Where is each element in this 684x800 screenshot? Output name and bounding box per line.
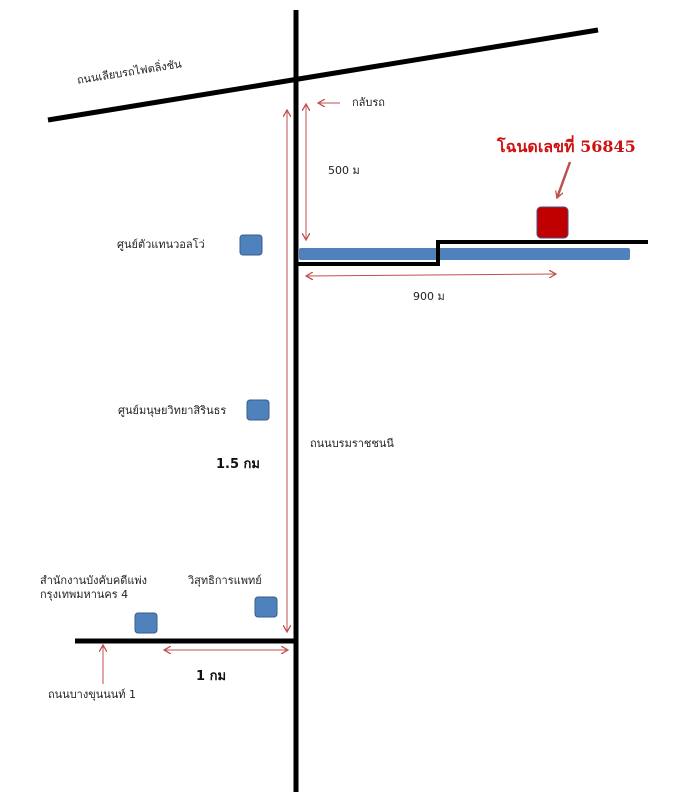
access-road-bar — [299, 248, 630, 260]
side-road-label: ถนนบางขุนนนท์ 1 — [48, 688, 137, 701]
distance-1500m-label: 1.5 กม — [216, 457, 260, 472]
court-marker — [134, 612, 158, 634]
distance-900m-label: 900 ม — [413, 290, 445, 303]
plot-pointer-arrow — [557, 161, 572, 198]
arrow-900m — [306, 274, 556, 276]
distance-1000m-label: 1 กม — [196, 669, 227, 684]
hospital-marker — [254, 596, 278, 618]
plot-marker — [536, 206, 569, 239]
court-label-line1: สำนักงานบังคับคดีแพ่ง — [40, 574, 148, 587]
access-road-outline — [296, 240, 648, 266]
main-road-label: ถนนบรมราชชนนี — [310, 437, 394, 450]
court-label-line2: กรุงเทพมหานคร 4 — [40, 588, 129, 601]
distance-500m-label: 500 ม — [328, 164, 360, 177]
deed-number-label: โฉนดเลขที่ 56845 — [497, 137, 636, 156]
anthropology-marker — [246, 399, 270, 421]
volvo-label: ศูนย์ตัวแทนวอลโว่ — [117, 238, 205, 251]
railway-road-line — [47, 27, 599, 123]
anthropology-label: ศูนย์มนุษยวิทยาสิรินธร — [118, 404, 227, 417]
hospital-label: วิสุทธิการแพทย์ — [188, 574, 262, 587]
u-turn-label: กลับรถ — [352, 96, 385, 109]
volvo-marker — [239, 234, 263, 256]
